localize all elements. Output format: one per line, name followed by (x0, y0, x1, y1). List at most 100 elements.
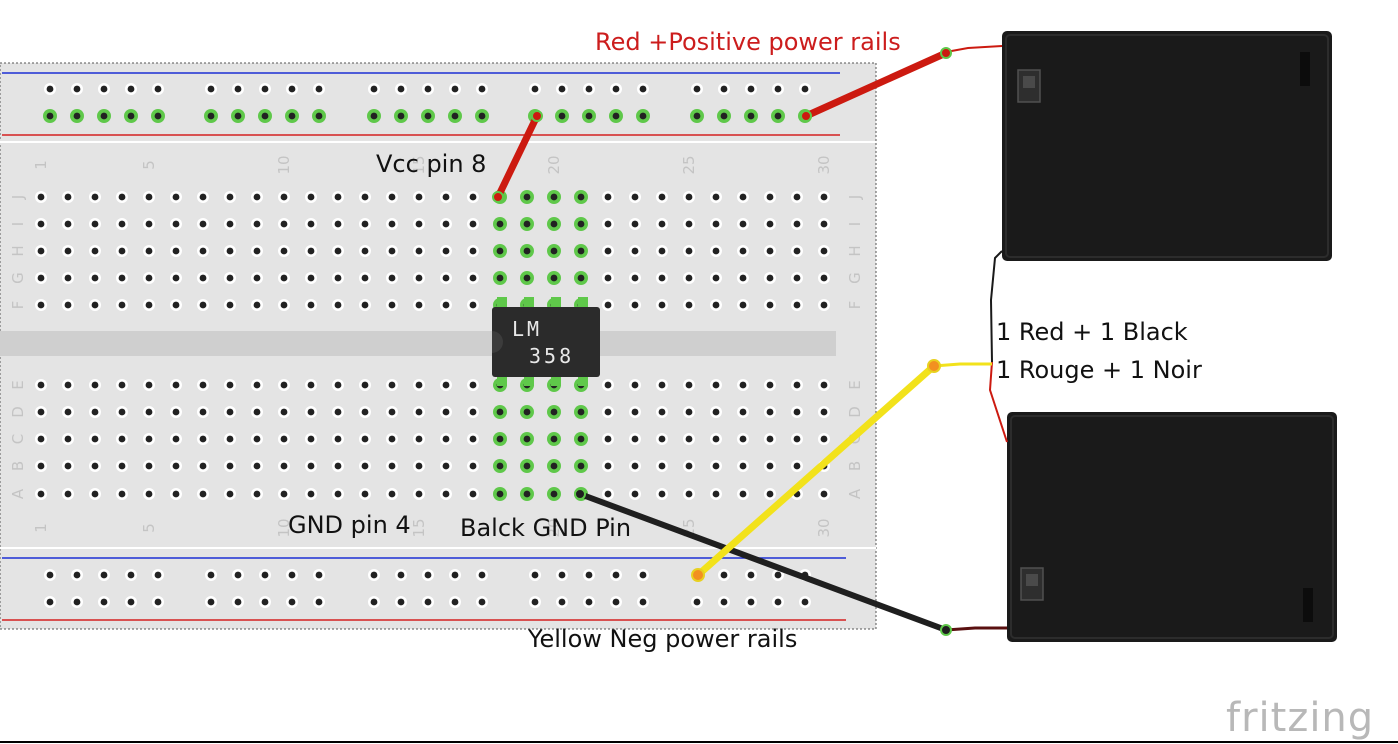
breadboard-hole[interactable] (764, 272, 776, 284)
battery-holder-top[interactable] (1002, 31, 1332, 261)
breadboard-hole[interactable] (116, 245, 128, 257)
breadboard-hole[interactable] (259, 569, 271, 581)
breadboard-hole[interactable] (574, 271, 588, 285)
breadboard-hole[interactable] (205, 83, 217, 95)
breadboard-hole[interactable] (745, 83, 757, 95)
breadboard-hole[interactable] (98, 596, 110, 608)
breadboard-hole[interactable] (359, 433, 371, 445)
breadboard-hole[interactable] (764, 218, 776, 230)
breadboard-hole[interactable] (170, 488, 182, 500)
breadboard-hole[interactable] (710, 460, 722, 472)
breadboard-hole[interactable] (332, 191, 344, 203)
breadboard-hole[interactable] (224, 299, 236, 311)
breadboard-hole[interactable] (745, 569, 757, 581)
wire-red-vcc[interactable] (494, 112, 541, 201)
breadboard-hole[interactable] (35, 460, 47, 472)
breadboard-hole[interactable] (520, 244, 534, 258)
lm358-chip[interactable]: LM 358 (492, 297, 600, 386)
breadboard-hole[interactable] (440, 191, 452, 203)
breadboard-hole[interactable] (547, 244, 561, 258)
breadboard-hole[interactable] (251, 379, 263, 391)
breadboard-hole[interactable] (413, 488, 425, 500)
breadboard-hole[interactable] (493, 459, 507, 473)
breadboard-hole[interactable] (683, 299, 695, 311)
breadboard-hole[interactable] (602, 406, 614, 418)
wire-red-positive-rail[interactable] (802, 49, 950, 120)
breadboard-hole[interactable] (368, 569, 380, 581)
breadboard-hole[interactable] (772, 83, 784, 95)
breadboard-hole[interactable] (259, 83, 271, 95)
breadboard-hole[interactable] (305, 460, 317, 472)
breadboard-hole[interactable] (583, 596, 595, 608)
breadboard-hole[interactable] (710, 379, 722, 391)
breadboard-hole[interactable] (116, 379, 128, 391)
breadboard-hole[interactable] (710, 245, 722, 257)
breadboard-hole[interactable] (629, 299, 641, 311)
breadboard-hole[interactable] (231, 109, 245, 123)
breadboard-hole[interactable] (251, 433, 263, 445)
breadboard-hole[interactable] (143, 272, 155, 284)
breadboard-hole[interactable] (718, 83, 730, 95)
breadboard-hole[interactable] (467, 245, 479, 257)
breadboard-hole[interactable] (467, 460, 479, 472)
breadboard-hole[interactable] (772, 596, 784, 608)
breadboard-hole[interactable] (440, 245, 452, 257)
breadboard-hole[interactable] (683, 272, 695, 284)
breadboard-hole[interactable] (413, 218, 425, 230)
breadboard-hole[interactable] (89, 379, 101, 391)
breadboard-hole[interactable] (152, 596, 164, 608)
breadboard-hole[interactable] (170, 272, 182, 284)
breadboard-hole[interactable] (520, 459, 534, 473)
wire-yellow-negative-rail[interactable] (694, 362, 938, 579)
breadboard-hole[interactable] (278, 272, 290, 284)
breadboard-hole[interactable] (89, 299, 101, 311)
breadboard-hole[interactable] (602, 488, 614, 500)
breadboard-hole[interactable] (89, 272, 101, 284)
breadboard-hole[interactable] (71, 596, 83, 608)
breadboard-hole[interactable] (197, 379, 209, 391)
breadboard-hole[interactable] (116, 406, 128, 418)
breadboard-hole[interactable] (197, 406, 209, 418)
breadboard-hole[interactable] (116, 191, 128, 203)
breadboard-hole[interactable] (683, 245, 695, 257)
breadboard-hole[interactable] (44, 569, 56, 581)
breadboard-hole[interactable] (744, 109, 758, 123)
breadboard-hole[interactable] (764, 245, 776, 257)
breadboard-hole[interactable] (791, 433, 803, 445)
breadboard-hole[interactable] (286, 596, 298, 608)
breadboard-hole[interactable] (737, 460, 749, 472)
breadboard-hole[interactable] (251, 245, 263, 257)
breadboard-hole[interactable] (440, 406, 452, 418)
breadboard-hole[interactable] (556, 569, 568, 581)
breadboard-hole[interactable] (143, 299, 155, 311)
breadboard-hole[interactable] (170, 245, 182, 257)
breadboard-hole[interactable] (710, 272, 722, 284)
breadboard-hole[interactable] (493, 244, 507, 258)
breadboard-hole[interactable] (116, 433, 128, 445)
breadboard-hole[interactable] (224, 191, 236, 203)
battery-holder-bottom[interactable] (1007, 412, 1337, 642)
breadboard-hole[interactable] (602, 379, 614, 391)
breadboard-hole[interactable] (610, 596, 622, 608)
breadboard-hole[interactable] (251, 272, 263, 284)
breadboard-hole[interactable] (332, 218, 344, 230)
breadboard-hole[interactable] (467, 218, 479, 230)
breadboard-hole[interactable] (791, 299, 803, 311)
breadboard-hole[interactable] (62, 191, 74, 203)
breadboard-hole[interactable] (170, 406, 182, 418)
breadboard-hole[interactable] (305, 406, 317, 418)
breadboard-hole[interactable] (413, 433, 425, 445)
breadboard-hole[interactable] (818, 299, 830, 311)
breadboard-hole[interactable] (71, 83, 83, 95)
breadboard-hole[interactable] (547, 217, 561, 231)
breadboard-hole[interactable] (529, 83, 541, 95)
breadboard-hole[interactable] (476, 83, 488, 95)
breadboard-hole[interactable] (493, 432, 507, 446)
breadboard-hole[interactable] (386, 191, 398, 203)
breadboard-hole[interactable] (125, 569, 137, 581)
breadboard-hole[interactable] (691, 596, 703, 608)
breadboard-hole[interactable] (683, 218, 695, 230)
breadboard-hole[interactable] (629, 488, 641, 500)
breadboard-hole[interactable] (286, 83, 298, 95)
breadboard-hole[interactable] (332, 488, 344, 500)
